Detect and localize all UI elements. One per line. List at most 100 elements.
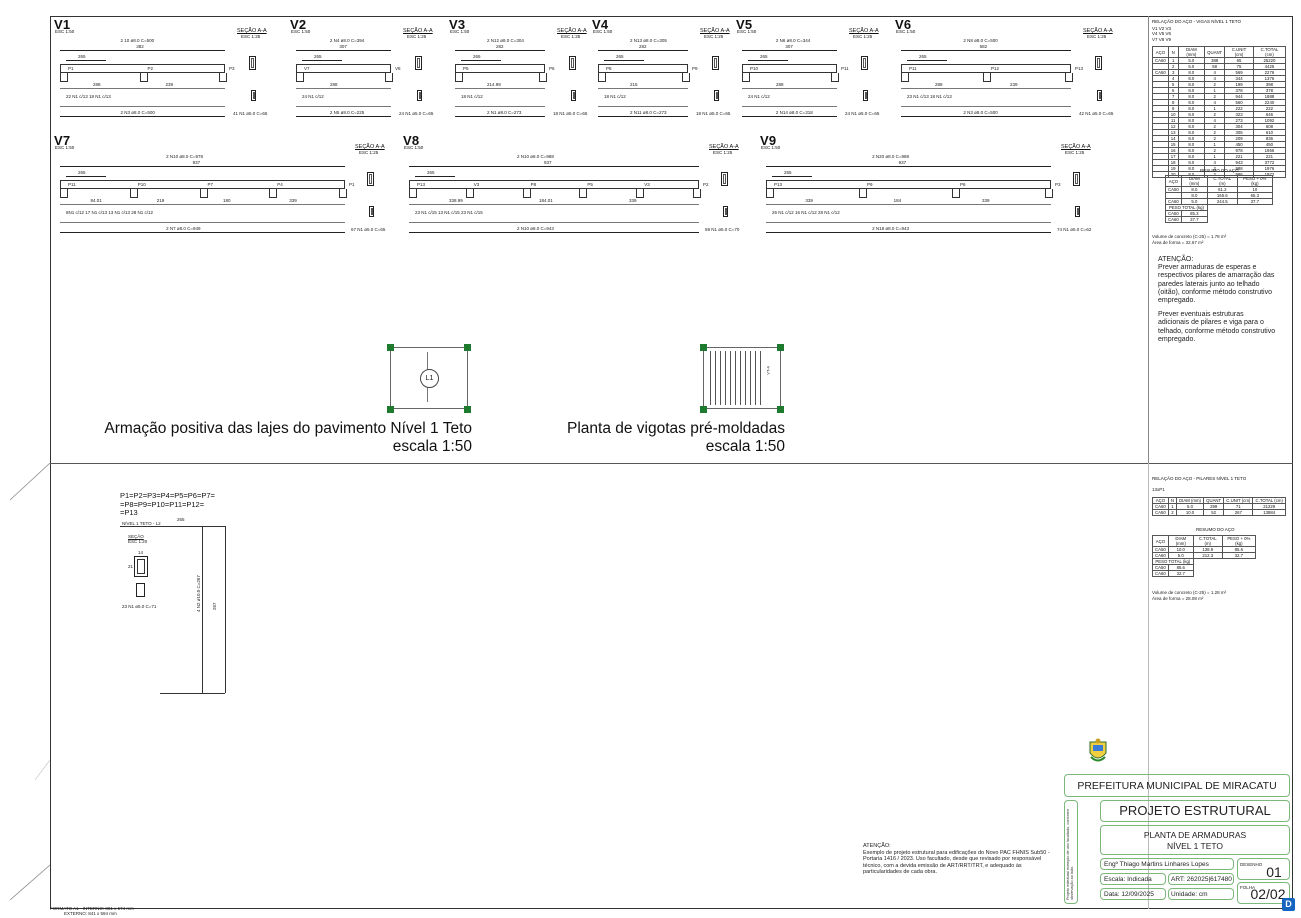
mid-bar-label: 265: [78, 170, 86, 175]
pillar-stirrup-shape: [136, 583, 145, 597]
stirrups-label: 24 N1 c/12: [302, 94, 324, 99]
table-cell: CA50: [1152, 564, 1169, 571]
joist-label: VT-4: [765, 366, 771, 375]
joist-corner-tl: [700, 344, 707, 351]
dim-line: [409, 204, 699, 205]
bottom-bar-line: [455, 116, 545, 117]
top-bar-label: 2 N8 ø8.0 C=500: [963, 38, 998, 43]
span-label: 307: [785, 44, 793, 49]
bottom-dim-line: [742, 106, 837, 107]
top-bar-line: [296, 50, 391, 51]
table-cell: CA60: [1152, 503, 1169, 510]
pillar-section-esc: ESC 1:20: [128, 539, 148, 544]
support-p5: [579, 189, 588, 198]
table-header: C.TOTAL (m): [1192, 535, 1223, 547]
stirrup-shape: [251, 90, 256, 101]
support-p1: [60, 73, 68, 82]
mid-bar-line: [748, 60, 788, 61]
stirrups-label: 24 N1 c/12: [748, 94, 770, 99]
beam-name: V9: [760, 133, 777, 148]
table-cell: CA60: [1152, 552, 1169, 559]
stirrup-detail: 41 N1 ø5.0 C=65: [233, 111, 268, 116]
top-bar-label: 2 N10 ø8.0 C=978: [166, 154, 203, 159]
section-drawing: [1073, 172, 1080, 186]
table-header: C.UNIT (cm): [1223, 497, 1254, 504]
support-p9: [682, 73, 690, 82]
table-header: AÇO: [1165, 175, 1182, 187]
bottom-dim-line: [766, 222, 1051, 223]
beams-summary-title: RESUMO DO AÇO: [1200, 168, 1239, 173]
dim-label: 288: [93, 82, 101, 87]
pillar-bar-b: 267: [212, 602, 217, 610]
joist-line: [730, 351, 731, 405]
dim-label: 239: [1010, 82, 1018, 87]
mid-bar-label: 265: [314, 54, 322, 59]
beam-body: [60, 180, 345, 189]
table-cell: CA50: [1152, 69, 1169, 76]
support-p11: [901, 73, 909, 82]
joist-line: [750, 351, 751, 405]
joist-caption: Planta de vigotas pré-moldadas: [567, 420, 785, 437]
scale: Escala: Indicada: [1104, 876, 1152, 883]
slab-caption-scale: escala 1:50: [392, 438, 472, 455]
joist-line: [735, 351, 736, 405]
support-p8: [522, 189, 531, 198]
table-header: N: [1167, 46, 1179, 58]
bottom-bar-label: 2 N5 ø8.0 C=225: [329, 110, 365, 115]
support-label: P5: [463, 66, 469, 71]
support-p13: [766, 189, 774, 198]
dim-line: [598, 88, 688, 89]
section-title: SEÇÃO A-A: [1083, 28, 1113, 34]
table-cell: 32.7: [1167, 570, 1194, 577]
beam-name: V1: [54, 17, 71, 32]
bottom-dim-line: [598, 106, 688, 107]
support-v7: [296, 73, 304, 82]
municipality-logo: [1087, 738, 1109, 764]
unit-box: [1168, 888, 1234, 900]
section-scale: ESC 1:25: [241, 34, 261, 39]
section-title: SEÇÃO A-A: [849, 28, 879, 34]
dim-label: 288: [330, 82, 338, 87]
support-label: V3: [644, 182, 650, 187]
bottom-bar-label: 2 N10 ø8.0 C=943: [517, 226, 554, 231]
beam-name: V8: [403, 133, 420, 148]
section-drawing: [721, 172, 728, 186]
section-title: SEÇÃO A-A: [557, 28, 587, 34]
table-cell: 52: [1203, 509, 1225, 516]
beam-scale: ESC 1:50: [896, 29, 916, 34]
bottom-bar-label: 2 N18 ø8.0 C=943: [872, 226, 909, 231]
span-label: 937: [898, 160, 907, 165]
beam-name: V2: [290, 17, 307, 32]
pillar-level: NÍVEL 1 TETO - L2: [122, 521, 161, 526]
top-bar-label: 2 N13 ø8.0 C=305: [630, 38, 667, 43]
slab-corner-bl: [387, 406, 394, 413]
drawing-number-box: [1237, 858, 1290, 880]
dim-label: 184: [893, 198, 902, 203]
support-label: P8: [606, 66, 612, 71]
pillar-section-box: [134, 556, 148, 577]
section-scale: ESC 1:25: [704, 34, 724, 39]
bottom-bar-label: 2 N7 ø8.0 C=949: [166, 226, 201, 231]
joist-line: [740, 351, 741, 405]
bottom-bar-line: [901, 116, 1071, 117]
section-scale: ESC 1:25: [407, 34, 427, 39]
mid-bar-line: [461, 60, 501, 61]
beam-body: [455, 64, 545, 73]
support-p8: [598, 73, 606, 82]
table-cell: CA60: [1165, 198, 1182, 205]
brand-badge-icon[interactable]: D: [1282, 898, 1295, 911]
support-p3: [219, 73, 227, 82]
beam-name: V6: [895, 17, 912, 32]
pillar-body: [202, 526, 226, 693]
section-scale: ESC 1:25: [1087, 34, 1107, 39]
dim-label: 184.01: [539, 198, 553, 203]
support-p2: [139, 73, 148, 82]
pillar-dim: 265: [177, 517, 185, 522]
table-header: DIAM (mm): [1177, 46, 1206, 58]
